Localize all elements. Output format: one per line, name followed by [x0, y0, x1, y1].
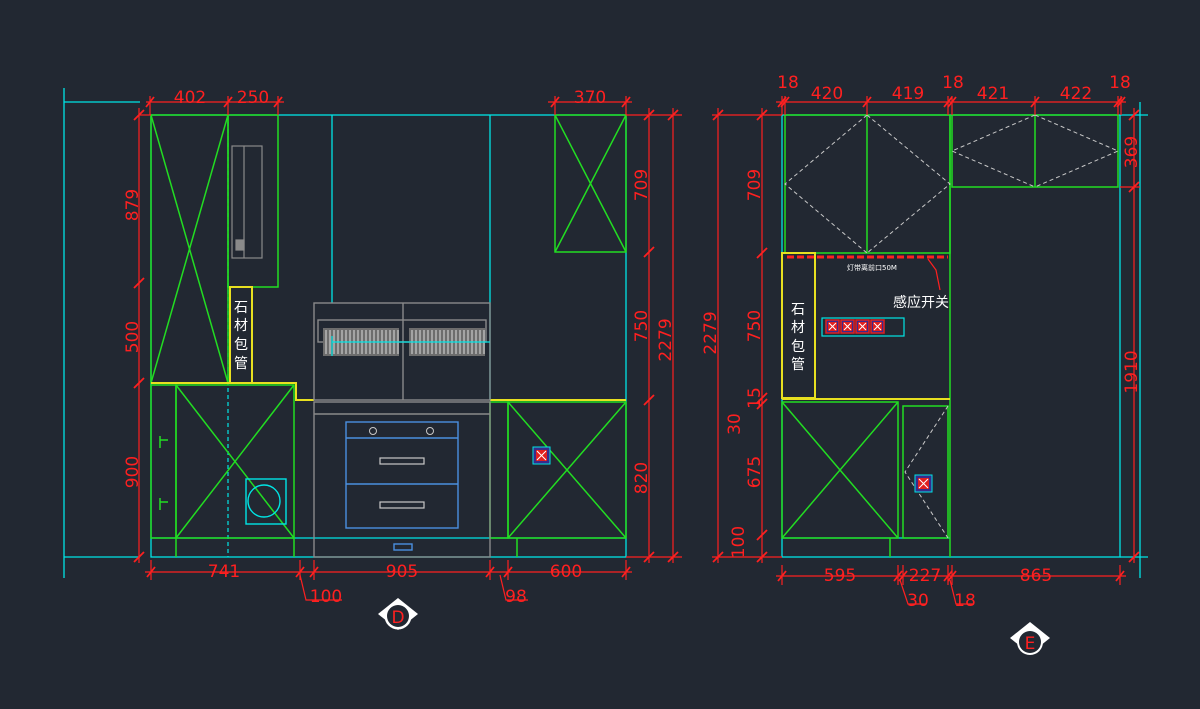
- dim-label: 709: [632, 169, 652, 201]
- dim-label: 100: [729, 526, 749, 558]
- hidden-lines-e: [784, 114, 1120, 539]
- dim-label: 750: [632, 310, 652, 342]
- dim-label: 595: [824, 566, 856, 586]
- range-hood: [313, 302, 491, 401]
- elevation-e: 石 材 包 管 灯带离前口50M 感应开关: [701, 73, 1148, 655]
- dim-label: 879: [123, 189, 143, 221]
- socket-icon: [825, 319, 840, 334]
- oven-handles: [369, 427, 434, 509]
- elevation-e-cabinets: [781, 114, 1119, 557]
- dim-label: 369: [1122, 136, 1142, 168]
- oven-cabinet: [313, 401, 491, 558]
- dim-label: 422: [1060, 84, 1092, 104]
- dim-label: 402: [174, 88, 206, 108]
- dim-label: 15: [745, 387, 765, 409]
- socket-icon-d: [532, 446, 551, 465]
- pipe-label-char: 管: [234, 356, 248, 372]
- dim-label: 18: [777, 73, 799, 93]
- dim-label: 500: [123, 321, 143, 353]
- dim-label: 900: [123, 456, 143, 488]
- dim-label: 820: [632, 462, 652, 494]
- view-marker-label: E: [1025, 634, 1036, 654]
- dim-label: 18: [1109, 73, 1131, 93]
- dim-label: 905: [386, 562, 418, 582]
- wall-unit-inner: [231, 145, 263, 259]
- dimension-ticks-d: [133, 96, 679, 578]
- dim-label: 865: [1020, 566, 1052, 586]
- dim-label: 18: [942, 73, 964, 93]
- pipe-label-char: 石: [234, 300, 248, 316]
- dim-label: 600: [550, 562, 582, 582]
- washing-machine: [245, 478, 287, 525]
- dim-label: 227: [909, 566, 941, 586]
- dimension-ticks-e: [712, 96, 1140, 582]
- dim-label: 98: [505, 587, 527, 607]
- pipe-label-char: 石: [791, 302, 805, 318]
- dim-label: 30: [907, 591, 929, 611]
- elevation-d: 石 材 包 管: [63, 88, 682, 630]
- pipe-label-char: 包: [234, 337, 248, 353]
- view-marker-d: D: [378, 598, 418, 630]
- dimension-lines-d: [138, 96, 682, 601]
- elevation-e-outline: [781, 102, 1148, 578]
- view-marker-e: E: [1010, 622, 1050, 655]
- dim-label: 250: [237, 88, 269, 108]
- dim-label: 741: [208, 562, 240, 582]
- sensor-switch-label: 感应开关: [893, 294, 949, 311]
- socket-icon: [870, 319, 885, 334]
- view-marker-label: D: [391, 608, 404, 628]
- dim-label: 2279: [656, 318, 676, 361]
- dim-label: 420: [811, 84, 843, 104]
- socket-icon: [840, 319, 855, 334]
- socket-icon-e: [914, 474, 933, 493]
- hood-center-lines: [331, 336, 490, 356]
- dim-label: 421: [977, 84, 1009, 104]
- dim-label: 18: [954, 591, 976, 611]
- countertop-d: [151, 286, 626, 401]
- dim-label: 675: [745, 456, 765, 488]
- dim-label: 2279: [701, 311, 721, 354]
- sensor-leader-line: [927, 258, 941, 291]
- pipe-label-e: 石 材 包 管: [791, 302, 805, 373]
- dim-label: 1910: [1122, 350, 1142, 393]
- oven: [345, 421, 459, 551]
- dim-label: 370: [574, 88, 606, 108]
- pipe-label-char: 管: [791, 357, 805, 373]
- light-strip-note: 灯带离前口50M: [847, 263, 897, 272]
- dim-label: 100: [310, 587, 342, 607]
- socket-icon: [855, 319, 870, 334]
- pipe-label-char: 包: [791, 339, 805, 355]
- dim-label: 30: [725, 413, 745, 435]
- dim-label: 419: [892, 84, 924, 104]
- countertop-e: [781, 252, 950, 400]
- dim-label: 709: [745, 169, 765, 201]
- pipe-label-char: 材: [234, 318, 248, 334]
- pipe-label-d: 石 材 包 管: [234, 300, 248, 372]
- dimension-lines-e: [712, 96, 1140, 605]
- socket-row-e: [821, 317, 905, 337]
- dim-label: 750: [745, 310, 765, 342]
- pipe-label-char: 材: [791, 320, 805, 336]
